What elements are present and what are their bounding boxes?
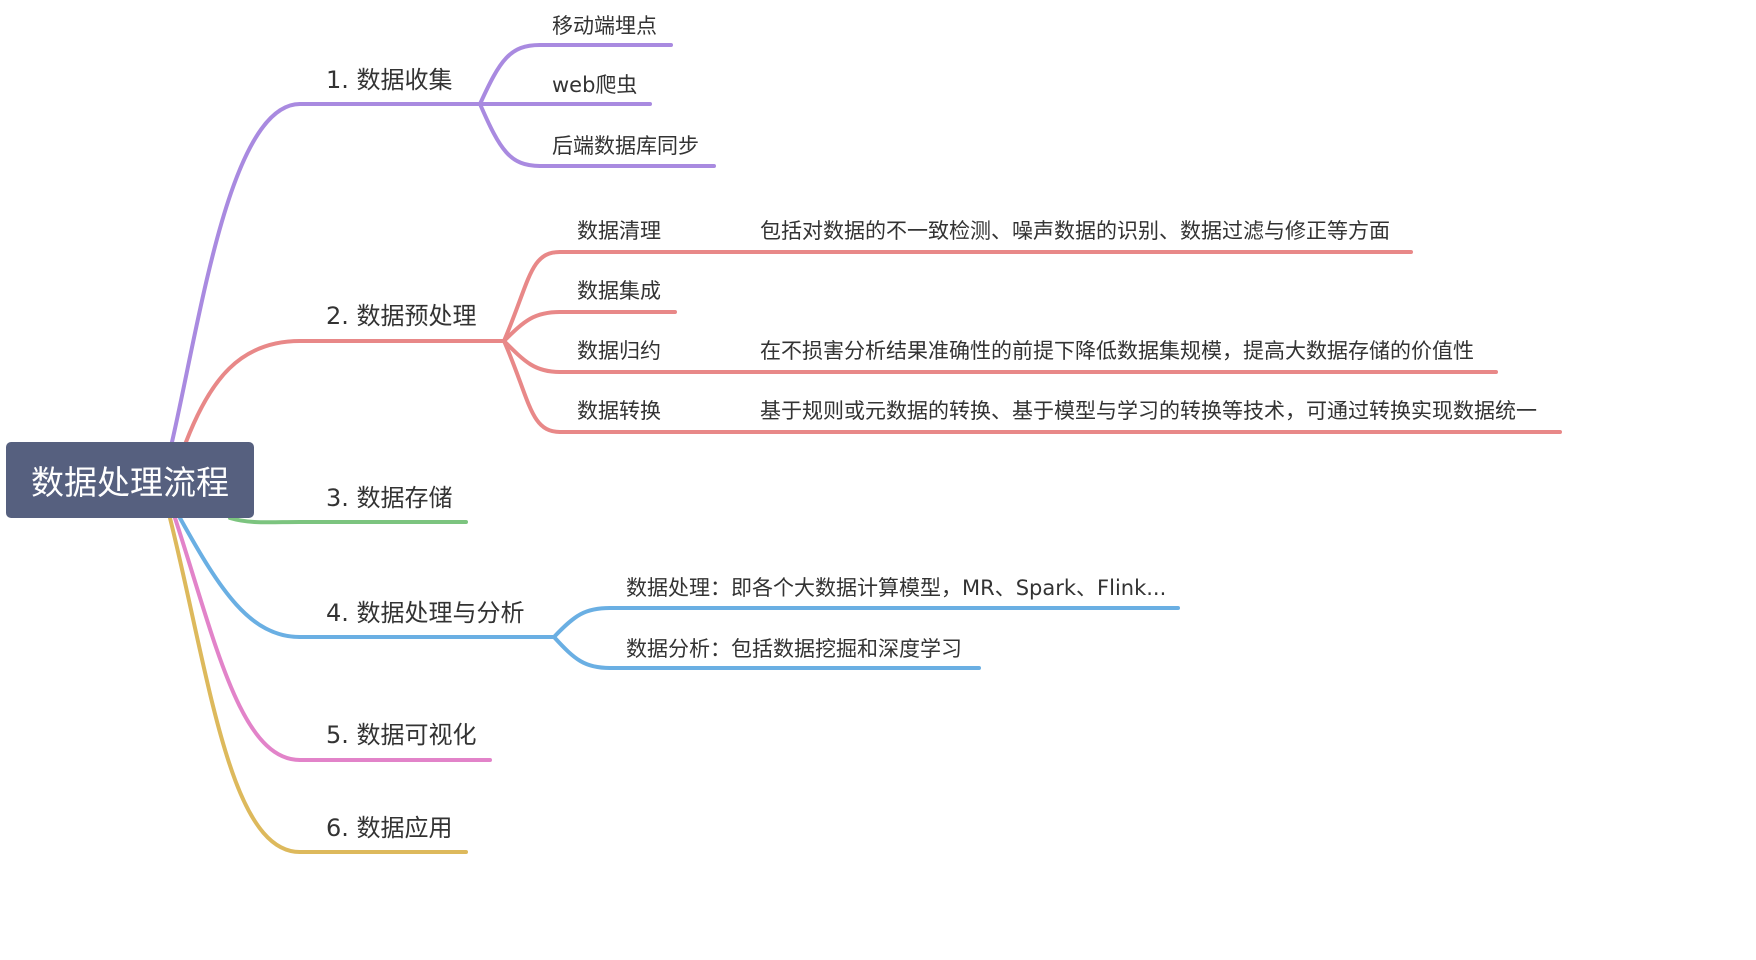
root-label: 数据处理流程 [31, 463, 229, 502]
branch-1-label[interactable]: 1. 数据收集 [326, 66, 453, 94]
branch-4-curve [178, 516, 302, 639]
branch-2-child-1[interactable]: 数据清理 [577, 219, 661, 243]
branch-2-child-4[interactable]: 数据转换 [577, 399, 661, 423]
root-node[interactable]: 数据处理流程 [6, 442, 254, 518]
branch-6-curve [168, 516, 302, 854]
branch-5-curve [173, 516, 302, 762]
branch-2-child-3-detail[interactable]: 在不损害分析结果准确性的前提下降低数据集规模，提高大数据存储的价值性 [760, 339, 1474, 363]
branch-2-child-2-curve [502, 310, 562, 343]
branch-4-child-2[interactable]: 数据分析：包括数据挖掘和深度学习 [626, 637, 962, 661]
branch-2-curve [184, 339, 302, 444]
branch-2-child-4-curve [502, 339, 562, 434]
branch-4-child-1-curve [552, 606, 612, 639]
branch-3-label[interactable]: 3. 数据存储 [326, 484, 453, 512]
branch-1-child-1[interactable]: 移动端埋点 [552, 14, 657, 38]
branch-1-child-1-curve [478, 43, 542, 106]
branch-1-child-3[interactable]: 后端数据库同步 [552, 134, 699, 158]
branch-1-curve [170, 102, 302, 444]
branch-2-child-3[interactable]: 数据归约 [577, 339, 661, 363]
branch-3-curve [228, 516, 302, 525]
branch-4-label[interactable]: 4. 数据处理与分析 [326, 599, 525, 627]
branch-2-child-1-detail[interactable]: 包括对数据的不一致检测、噪声数据的识别、数据过滤与修正等方面 [760, 219, 1390, 243]
branch-1-child-3-curve [478, 102, 542, 168]
branch-2-child-1-curve [502, 250, 562, 343]
branch-6-label[interactable]: 6. 数据应用 [326, 814, 453, 842]
branch-2-child-3-curve [502, 339, 562, 374]
branch-1-child-2[interactable]: web爬虫 [552, 73, 638, 97]
branch-5-label[interactable]: 5. 数据可视化 [326, 721, 477, 749]
branch-4-child-2-curve [552, 635, 612, 670]
branch-2-label[interactable]: 2. 数据预处理 [326, 302, 477, 330]
branch-2-child-4-detail[interactable]: 基于规则或元数据的转换、基于模型与学习的转换等技术，可通过转换实现数据统一 [760, 399, 1537, 423]
branch-4-child-1[interactable]: 数据处理：即各个大数据计算模型，MR、Spark、Flink... [626, 576, 1167, 600]
branch-2-child-2[interactable]: 数据集成 [577, 279, 661, 303]
